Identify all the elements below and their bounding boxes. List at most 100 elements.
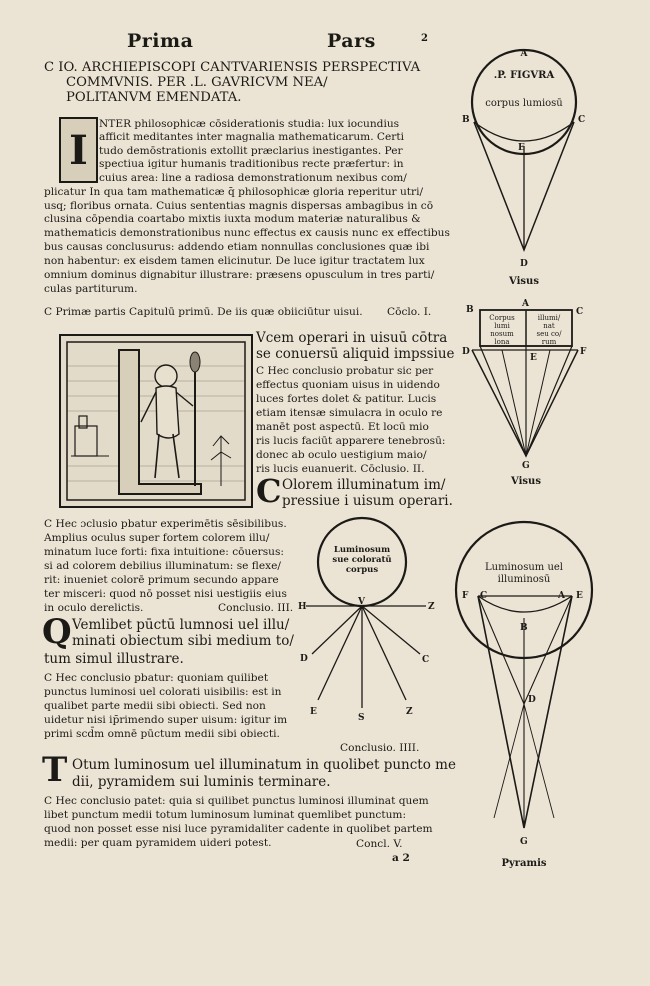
running-head-center: Pars xyxy=(327,30,376,52)
section3-conclusio: Conclusio. IIII. xyxy=(340,742,420,754)
svg-text:Z: Z xyxy=(428,602,435,612)
intro-line-7: usq; floribus ornata. Cuius sententias m… xyxy=(44,200,434,212)
svg-text:Corpus: Corpus xyxy=(489,314,515,322)
intro-line-6: plicatur In qua tam mathematicæ q̄ philo… xyxy=(44,186,424,198)
svg-text:S: S xyxy=(358,713,365,723)
section2-body-6: ter misceri: quod nō posset nisi uestigi… xyxy=(44,588,287,600)
svg-text:G: G xyxy=(520,837,528,847)
svg-text:E: E xyxy=(530,353,537,363)
svg-text:H: H xyxy=(298,602,307,612)
svg-text:Visus: Visus xyxy=(508,276,539,287)
section4-body-4: medii: per quam pyramidem uideri potest. xyxy=(44,837,272,849)
svg-text:C: C xyxy=(578,115,585,125)
svg-text:D: D xyxy=(528,695,536,705)
svg-text:G: G xyxy=(522,461,530,471)
svg-text:Pyramis: Pyramis xyxy=(501,858,546,869)
svg-text:C: C xyxy=(480,591,487,601)
section3-body-5: primi scd̄m omnē pūctum medii sibi obiec… xyxy=(44,728,280,740)
section3-body-1: C Hec conclusio pbatur: quoniam quilibet xyxy=(44,672,269,684)
svg-text:Luminosum uel: Luminosum uel xyxy=(485,562,563,573)
svg-text:corpus: corpus xyxy=(346,565,378,575)
running-head-left: Prima xyxy=(127,30,194,52)
figure-2-boxes: Corpus lumi nosum lona illumi/ nat seu c… xyxy=(462,299,587,487)
section3-initial: Q xyxy=(42,612,72,652)
intro-line-2: afficit meditantes inter magnalia mathem… xyxy=(99,131,405,143)
intro-line-11: non habentur: ex eisdem tamen elicinutur… xyxy=(44,255,425,267)
svg-text:seu co/: seu co/ xyxy=(537,330,563,338)
svg-text:illumi/: illumi/ xyxy=(538,314,561,322)
svg-text:E: E xyxy=(576,591,583,601)
chapter-heading-conclusio: Cōclo. I. xyxy=(387,306,432,318)
section3-line-3: tum simul illustrare. xyxy=(44,651,184,667)
section2-line-1: Olorem illuminatum im/ xyxy=(282,477,446,493)
section1-line-7: manēt post aspectū. Et locū mio xyxy=(256,421,429,433)
svg-text:C: C xyxy=(422,655,429,665)
woodcut-illustration xyxy=(66,341,246,501)
svg-text:nosum: nosum xyxy=(490,330,514,338)
intro-line-10: bus causas conclusurus: addendo etiam no… xyxy=(44,241,430,253)
svg-text:D: D xyxy=(462,347,470,357)
svg-text:B: B xyxy=(466,305,474,315)
section4-line-2: dii, pyramidem sui luminis terminare. xyxy=(72,774,331,790)
section2-initial: C xyxy=(256,472,282,510)
svg-text:C: C xyxy=(576,307,583,317)
intro-line-4: spectiua igitur humanis traditionibus re… xyxy=(99,158,404,170)
intro-line-9: mathematicis demonstrationibus nunc effe… xyxy=(44,227,450,239)
section1-line-1: Vcem operari in uisuū cōtra xyxy=(256,330,448,346)
svg-text:F: F xyxy=(462,591,469,601)
section2-body-2: Amplius oculus super fortem colorem illu… xyxy=(44,532,270,544)
intro-line-12: omnium dominus dignabitur illustrare: pr… xyxy=(44,269,435,281)
section3-body-4: uidetur nisi ip̄rimendo super uisum: igi… xyxy=(44,714,288,726)
signature-mark: a 2 xyxy=(392,852,410,864)
section2-body-5: rit: inueniet colorē primum secundo appa… xyxy=(44,574,279,586)
section1-line-6: etiam itensæ simulacra in oculo re xyxy=(256,407,443,419)
section1-line-8: ris lucis faciūt apparere tenebrosū: xyxy=(256,435,446,447)
svg-text:Luminosum: Luminosum xyxy=(334,545,390,555)
section3-line-2: minati obiectum sibi medium to/ xyxy=(72,633,294,649)
section2-body-7: in oculo derelictis. xyxy=(44,602,144,614)
figure-4-pyramis: Luminosum uel illuminosū F C A E B D G P… xyxy=(454,520,594,869)
page-number: 2 xyxy=(421,33,428,44)
intro-line-1: NTER philosophicæ cōsiderationis studia:… xyxy=(99,118,400,130)
svg-text:illuminosū: illuminosū xyxy=(498,574,551,585)
section1-line-10: ris lucis euanuerit. Cōclusio. II. xyxy=(256,463,425,475)
svg-text:F: F xyxy=(580,347,587,357)
figure-rays-diagram: Luminosum sue coloratū corpus H V Z D C … xyxy=(298,516,435,723)
svg-text:E: E xyxy=(310,707,317,717)
section3-body-2: punctus luminosi uel colorati uisibilis:… xyxy=(44,686,282,698)
svg-text:corpus lumiosū: corpus lumiosū xyxy=(485,98,563,109)
svg-text:.P. FIGVRA: .P. FIGVRA xyxy=(494,70,555,81)
intro-line-8: clusina cōpendia coartabo mixtis iuxta m… xyxy=(44,213,421,225)
intro-line-3: tudo demōstrationis extollit præclarius … xyxy=(99,145,403,157)
svg-text:A: A xyxy=(557,591,566,601)
section1-line-9: donec ab oculo uestigium maio/ xyxy=(256,449,427,461)
section2-conclusio: Conclusio. III. xyxy=(218,602,294,614)
section1-line-3: C Hec conclusio probatur sic per xyxy=(256,365,434,377)
svg-text:E: E xyxy=(518,143,525,153)
section4-initial: T xyxy=(42,750,68,790)
section4-conclusio: Concl. V. xyxy=(356,838,403,850)
section2-body-4: si ad colorem debilius illuminatum: se f… xyxy=(44,560,281,572)
figure-1-cone: A .P. FIGVRA corpus lumiosū B C E D Visu… xyxy=(462,48,585,287)
woodcut-initial-l xyxy=(59,334,253,508)
section4-body-3: quod non posset esse nisi luce pyramidal… xyxy=(44,823,433,835)
svg-text:nat: nat xyxy=(543,322,555,330)
section1-line-2: se conuersū aliquid impssiue xyxy=(256,346,455,362)
svg-text:A: A xyxy=(520,49,529,59)
section4-body-2: libet punctum medii totum luminosum lumi… xyxy=(44,809,407,821)
section1-line-5: luces fortes dolet & patitur. Lucis xyxy=(256,393,437,405)
title-line-1: C IO. ARCHIEPISCOPI CANTVARIENSIS PERSPE… xyxy=(44,60,421,75)
section1-line-4: effectus quoniam uisus in uidendo xyxy=(256,379,440,391)
svg-text:Z: Z xyxy=(406,707,413,717)
section2-body-3: minatum luce forti: fixa intuitione: cōu… xyxy=(44,546,284,558)
title-line-2: COMMVNIS. PER .L. GAVRICVM NEA/ xyxy=(66,75,328,90)
intro-line-13: culas partiturum. xyxy=(44,283,138,295)
svg-text:lumi: lumi xyxy=(494,322,510,330)
svg-text:D: D xyxy=(520,259,528,269)
title-block: C IO. ARCHIEPISCOPI CANTVARIENSIS PERSPE… xyxy=(44,60,444,105)
svg-text:D: D xyxy=(300,654,308,664)
chapter-heading: C Primæ partis Capitulū primū. De iis qu… xyxy=(44,306,363,318)
section3-line-1: Vemlibet pūctū lumnosi uel illu/ xyxy=(72,617,290,633)
title-line-3: POLITANVM EMENDATA. xyxy=(66,90,242,105)
